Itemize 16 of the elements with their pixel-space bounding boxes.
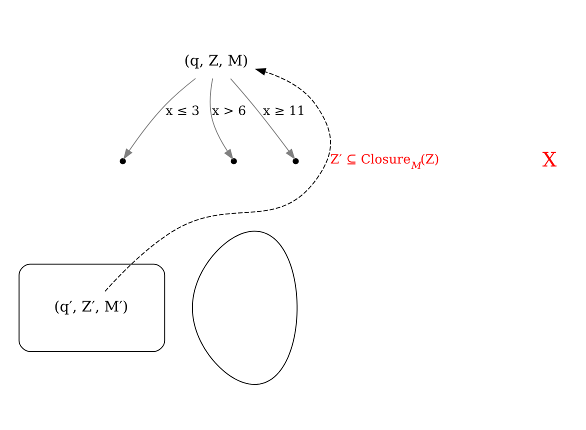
edge-label: x ≤ 3 [166,104,200,119]
label: X [542,147,557,172]
arrow [123,78,196,160]
node-text: (q, Z, M) [184,52,248,70]
edge-label: x ≥ 11 [262,104,306,119]
node-circle [230,158,237,164]
cluster [18,264,166,352]
node-circle [292,158,299,164]
arrow [230,78,296,160]
node-text: (q′, Z′, M′) [54,298,128,316]
arrow [104,68,331,292]
edge-label: x > 6 [212,104,246,119]
node-teardrop [192,230,298,385]
arrow [210,78,234,160]
node-circle [120,158,126,164]
edge-label: Z′ ⊆ Closure$_{M}$(Z) [330,152,440,172]
